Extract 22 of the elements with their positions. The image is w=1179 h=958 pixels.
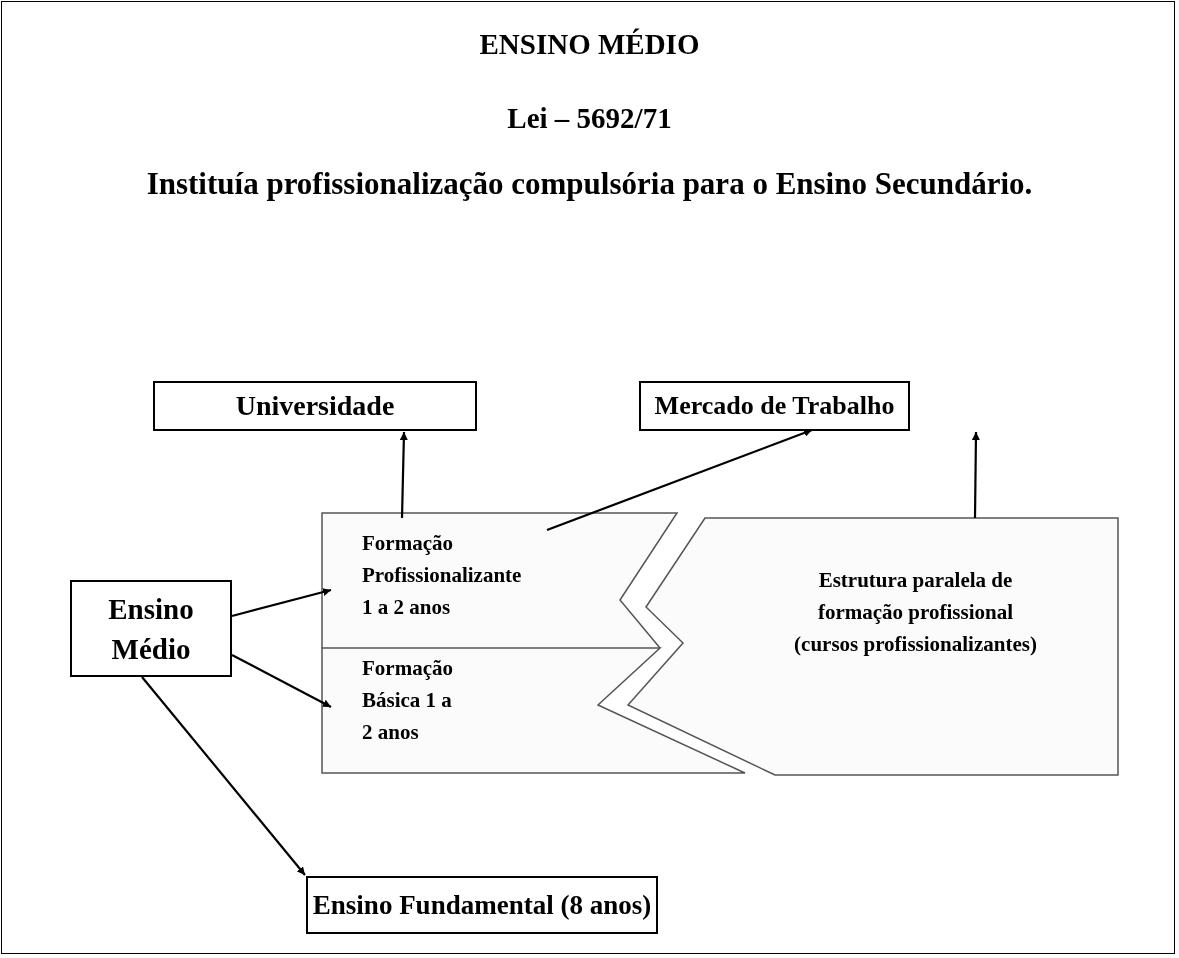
subtitle-text: Instituía profissionalização compulsória para o Ensino Secundário. [146, 166, 1033, 202]
arrow [231, 588, 332, 618]
arrow [399, 431, 408, 519]
process-box [306, 876, 658, 934]
shaped-box [322, 648, 745, 773]
node-label: Ensino Médio [107, 591, 195, 667]
arrow [141, 676, 306, 876]
node-label: Ensino Fundamental (8 anos) [312, 889, 652, 921]
process-box [639, 381, 910, 431]
process-box [70, 580, 232, 677]
shaped-box [322, 513, 677, 648]
process-box [153, 381, 477, 431]
node-label: Formação Profissionalizante 1 a 2 anos [362, 530, 523, 621]
node-label: Universidade [235, 390, 395, 422]
law-number: Lei – 5692/71 [507, 102, 672, 135]
node-label: Estrutura paralela de formação profissional (cursos profissionalizantes) [793, 567, 1038, 658]
node-label: Formação Básica 1 a 2 anos [362, 655, 454, 746]
node-label: Mercado de Trabalho [654, 391, 895, 421]
diagram-title: ENSINO MÉDIO [478, 28, 701, 61]
arrow [971, 432, 980, 518]
shaped-box [628, 518, 1118, 775]
arrow [231, 654, 332, 708]
